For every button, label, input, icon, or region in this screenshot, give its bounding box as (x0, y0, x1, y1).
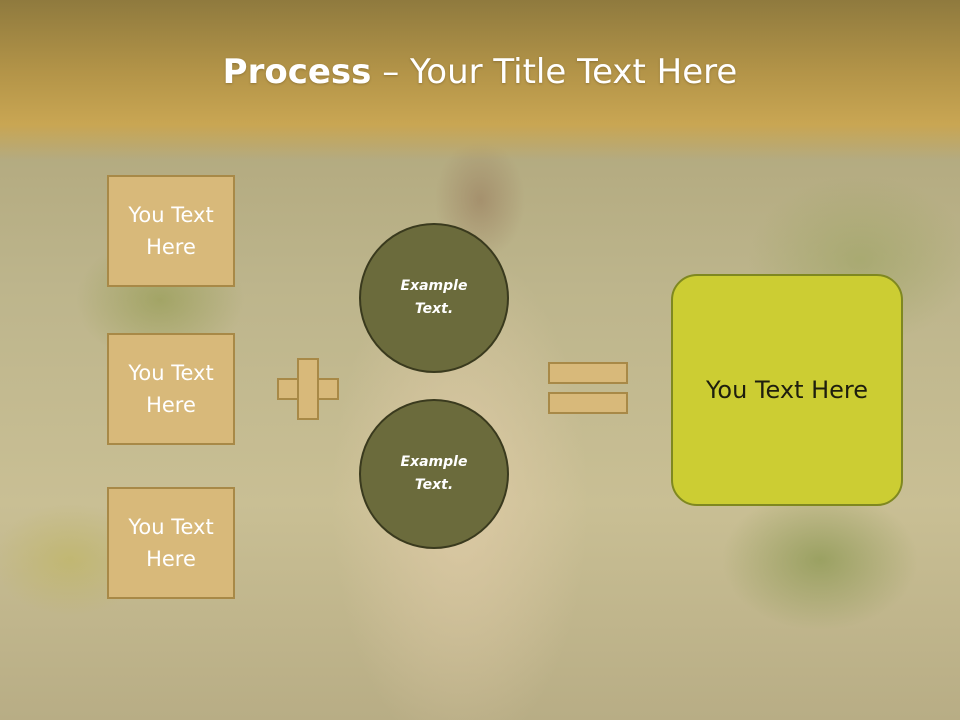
slide-title: Process – Your Title Text Here (0, 52, 960, 92)
left-box-2: You Text Here (107, 333, 235, 445)
header-band (0, 0, 960, 160)
title-rest: Your Title Text Here (410, 52, 738, 92)
left-box-label: You Text Here (128, 203, 214, 259)
result-label: You Text Here (705, 376, 869, 404)
circle-label: Example Text. (400, 454, 468, 493)
circle-label: Example Text. (400, 278, 468, 317)
left-box-3: You Text Here (107, 487, 235, 599)
circle-2: Example Text. (359, 399, 509, 549)
left-box-label: You Text Here (128, 515, 214, 571)
left-box-label: You Text Here (128, 361, 214, 417)
result-box: You Text Here (671, 274, 903, 506)
title-bold: Process (222, 52, 372, 92)
circle-1: Example Text. (359, 223, 509, 373)
left-box-1: You Text Here (107, 175, 235, 287)
title-dash: – (371, 52, 411, 92)
